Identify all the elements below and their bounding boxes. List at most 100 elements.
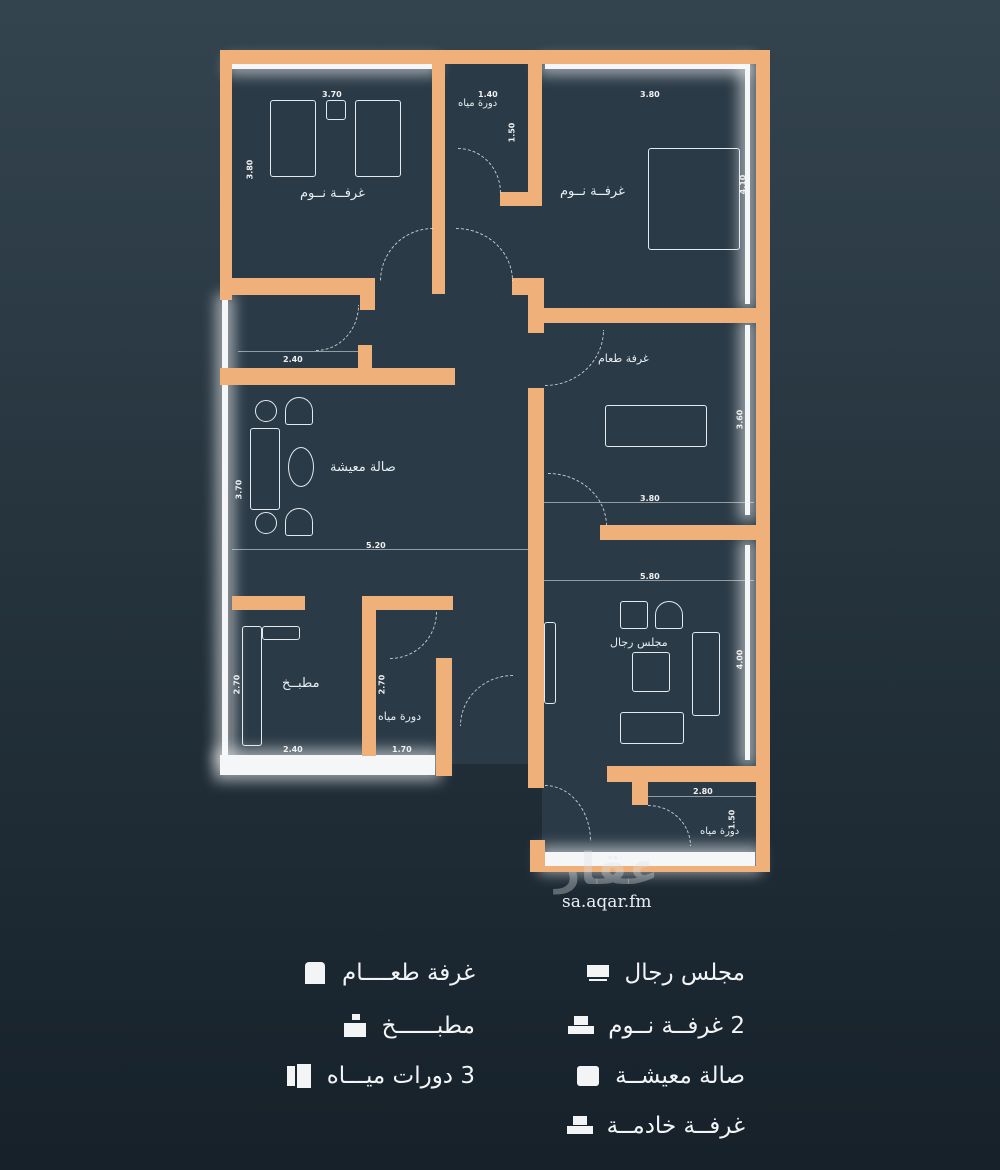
armchair-icon xyxy=(575,1064,601,1088)
dim-maid-h: 1.50 xyxy=(727,809,737,830)
room-label-bedroom-left: غرفــة نــوم xyxy=(300,186,365,201)
majlis-table xyxy=(632,652,670,692)
legend-item-kitchen: مطبــــــخ xyxy=(342,1013,475,1039)
wall-center xyxy=(528,388,544,788)
dim-kitchen-h: 2.70 xyxy=(232,674,242,695)
wall-left xyxy=(220,50,232,300)
legend: مجلس رجال 2 غرفــة نــوم صالة معيشــة غر… xyxy=(240,955,770,1155)
bed-2 xyxy=(355,100,401,177)
legend-item-maid: غرفــة خادمــة xyxy=(566,1113,745,1139)
dim-bath-bottom-h: 2.70 xyxy=(377,674,387,695)
window-right-upper xyxy=(745,64,750,304)
window-left xyxy=(222,300,228,760)
legend-item-bedrooms: 2 غرفــة نــوم xyxy=(568,1013,745,1039)
room-label-bedroom-right: غرفــة نــوم xyxy=(560,184,625,199)
kitchen-icon xyxy=(342,1014,368,1038)
room-label-dining: غرفة طعام xyxy=(598,352,649,365)
dim-bedroom-right-w: 3.80 xyxy=(640,90,660,99)
dim-bedroom-left-h: 3.80 xyxy=(245,159,255,180)
dim-maid-w: 2.80 xyxy=(693,787,713,796)
room-label-bath-bottom: دورة مياه xyxy=(378,710,422,723)
sofa-icon xyxy=(585,961,611,985)
dim-line-majlis xyxy=(544,580,754,581)
bed-1 xyxy=(270,100,316,177)
wall-bath-left xyxy=(362,596,376,756)
legend-item-dining: غرفة طعــــام xyxy=(302,960,475,986)
window-top-left xyxy=(232,64,432,69)
dim-kitchen-w: 2.40 xyxy=(283,745,303,754)
legend-label: غرفة طعــــام xyxy=(342,960,475,986)
wall-dining-bottom xyxy=(600,525,770,540)
window-right-lower xyxy=(745,545,750,760)
dim-living-h: 3.70 xyxy=(234,479,244,500)
sofa-living xyxy=(250,428,280,510)
armchair-1 xyxy=(285,397,313,425)
bed-icon xyxy=(566,1114,593,1138)
majlis-chair-2 xyxy=(655,601,683,629)
dim-bedroom-right-h: 4.10 xyxy=(738,174,748,195)
wall-bath-top xyxy=(362,596,453,610)
dim-line-maid xyxy=(648,796,756,797)
dim-bath-top-w: 1.40 xyxy=(478,90,498,99)
room-label-kitchen: مطبــخ xyxy=(282,676,320,691)
wall-bottom-right xyxy=(530,866,770,872)
tv-unit xyxy=(544,622,556,704)
dim-bath-top-h: 1.50 xyxy=(507,122,517,143)
double-bed xyxy=(648,148,740,250)
coffee-table xyxy=(288,447,314,487)
dim-bath-bottom-w: 1.70 xyxy=(392,745,412,754)
room-label-living: صالة معيشة xyxy=(330,460,396,475)
legend-label: 3 دورات ميـــاه xyxy=(326,1063,475,1089)
wall-majlis-bottom xyxy=(607,766,770,782)
majlis-chair-1 xyxy=(620,601,648,629)
dim-living-w: 5.20 xyxy=(366,541,386,550)
wall-kitchen-top xyxy=(232,596,305,610)
wall-bath-right xyxy=(528,64,542,206)
wall-store-bottom xyxy=(220,368,455,385)
watermark-url: sa.aqar.fm xyxy=(562,892,652,912)
legend-label: صالة معيشــة xyxy=(615,1063,745,1089)
dim-majlis-w: 5.80 xyxy=(640,572,660,581)
wall-stub xyxy=(360,278,375,310)
cabinet-icon xyxy=(302,961,328,985)
wall-corner xyxy=(528,278,544,333)
wall-stub2 xyxy=(358,345,372,375)
watermark-logo: عقار xyxy=(555,844,659,895)
window-bottom-left xyxy=(220,755,435,775)
legend-label: مطبــــــخ xyxy=(381,1013,475,1039)
majlis-sofa-2 xyxy=(620,712,684,744)
wall-bedroom-bottom xyxy=(220,278,375,295)
floor-plan: غرفــة نــوم دورة مياه غرفــة نــوم غرفة… xyxy=(220,50,770,872)
sofa-majlis xyxy=(692,632,720,716)
wall-top xyxy=(220,50,770,64)
legend-label: 2 غرفــة نــوم xyxy=(608,1013,745,1039)
room-label-bath-top: دورة مياه xyxy=(458,98,498,109)
dim-dining-h: 3.60 xyxy=(735,409,745,430)
legend-item-baths: 3 دورات ميـــاه xyxy=(286,1063,475,1089)
wall-right xyxy=(756,50,770,872)
armchair-2 xyxy=(285,508,313,536)
room-label-maid-bath: دورة مياه xyxy=(700,826,740,837)
watermark: عقار sa.aqar.fm xyxy=(555,844,659,913)
dim-store-w: 2.40 xyxy=(283,355,303,364)
bathtub-icon xyxy=(286,1064,313,1088)
dim-line-dining xyxy=(544,502,754,503)
window-top-right xyxy=(545,64,745,69)
wall-maid-stub xyxy=(632,782,648,805)
nightstand xyxy=(326,100,346,120)
wall-maid-left xyxy=(530,840,545,872)
kitchen-counter xyxy=(242,626,262,746)
dim-line-store xyxy=(238,351,358,352)
legend-item-majlis: مجلس رجال xyxy=(585,960,745,986)
window-right-mid xyxy=(745,325,750,515)
legend-label: غرفــة خادمــة xyxy=(606,1113,745,1139)
window-bottom-right xyxy=(545,852,755,868)
dim-line-living xyxy=(232,549,528,550)
wall-dining-top xyxy=(542,308,770,323)
side-table-2 xyxy=(255,512,277,534)
wall-bedroom-bath xyxy=(432,64,445,294)
side-table-1 xyxy=(255,400,277,422)
dining-table xyxy=(605,405,707,447)
wall-bath-right2 xyxy=(436,658,452,776)
legend-item-living: صالة معيشــة xyxy=(575,1063,745,1089)
